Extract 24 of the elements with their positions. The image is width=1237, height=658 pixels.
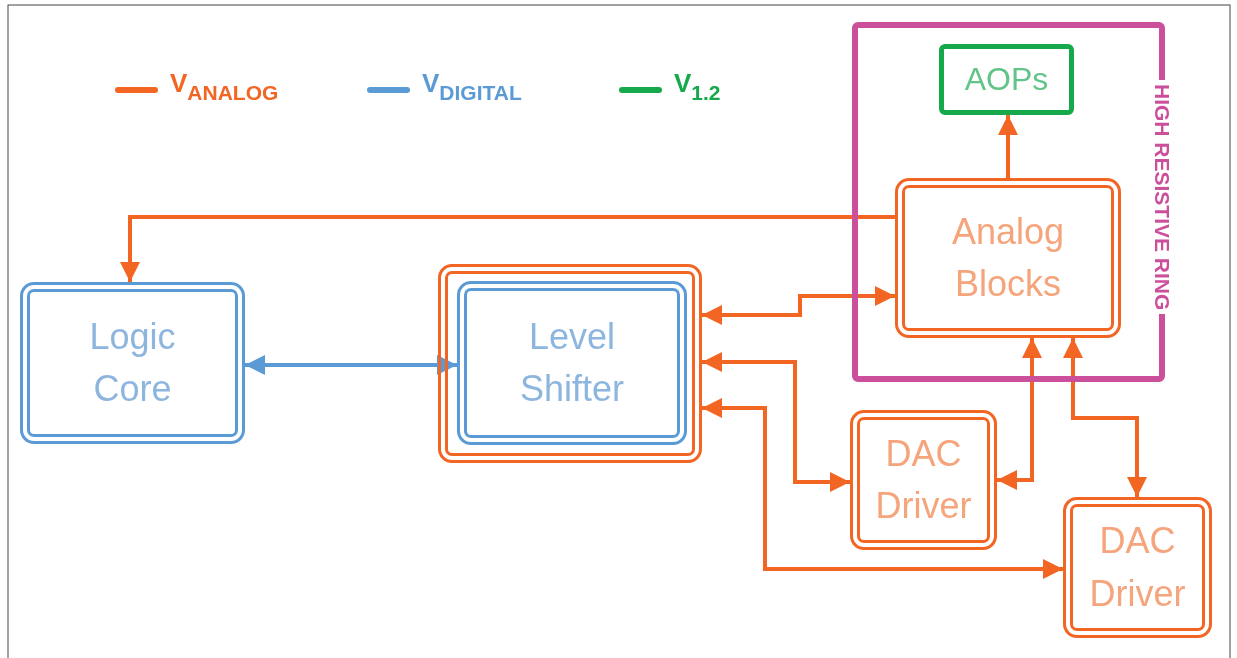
legend-label: V$_{DIGITAL}$	[422, 68, 522, 105]
process-box	[850, 410, 997, 550]
connector-arrow	[245, 355, 457, 375]
block-label: DAC Driver	[1088, 519, 1187, 616]
box-outline	[438, 264, 702, 463]
block-label: Analog Blocks	[950, 209, 1066, 306]
connector-arrow	[120, 215, 895, 282]
block-label: Level Shifter	[518, 314, 625, 411]
connector-arrow	[998, 115, 1018, 178]
process-box	[457, 281, 687, 445]
process-box	[939, 44, 1074, 115]
process-box	[1063, 497, 1212, 638]
legend-label: V$_{1.2}$	[674, 68, 721, 105]
connector-arrow	[702, 398, 1063, 579]
connector-arrow	[997, 338, 1042, 490]
process-box	[895, 178, 1121, 338]
legend-label: V$_{ANALOG}$	[170, 68, 279, 105]
block-label: Logic Core	[88, 314, 177, 411]
block-label: DAC Driver	[874, 431, 973, 528]
connector-arrow	[702, 286, 895, 325]
connector-arrow	[1063, 338, 1147, 497]
block-label: AOPs	[963, 60, 1050, 100]
logic-box	[20, 282, 245, 444]
connector-arrow	[702, 352, 850, 492]
